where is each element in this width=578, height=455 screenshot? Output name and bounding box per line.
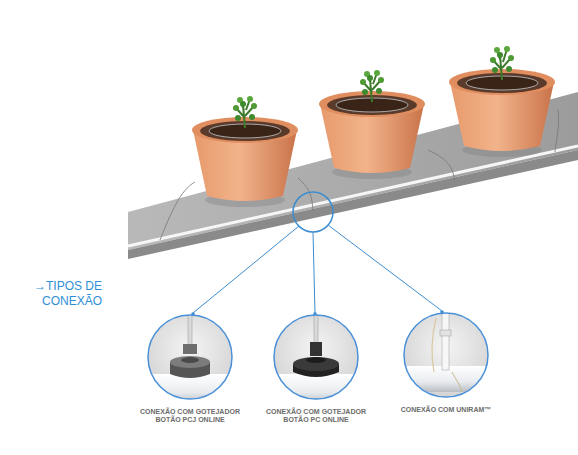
caption: CONEXÃO COM UNIRAM™ — [392, 406, 500, 414]
connection-detail: CONEXÃO COM GOTEJADOR BOTÃO PCJ ONLINE — [148, 315, 232, 399]
connection-detail: CONEXÃO COM GOTEJADOR BOTÃO PC ONLINE — [274, 315, 358, 399]
connection-detail: CONEXÃO COM UNIRAM™ — [404, 313, 488, 397]
caption: CONEXÃO COM GOTEJADOR BOTÃO PC ONLINE — [262, 408, 370, 424]
section-label: →TIPOS DE CONEXÃO — [18, 279, 102, 309]
caption: CONEXÃO COM GOTEJADOR BOTÃO PCJ ONLINE — [136, 408, 244, 424]
